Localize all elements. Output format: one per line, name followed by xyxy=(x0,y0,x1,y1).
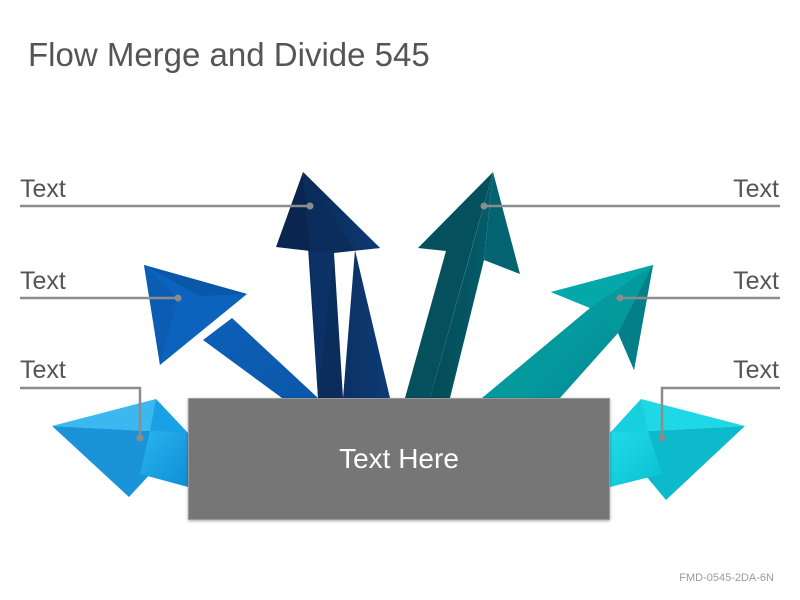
label-right-middle: Text xyxy=(733,267,779,295)
label-right-top: Text xyxy=(733,175,779,203)
arrow-right-top xyxy=(405,172,520,398)
label-left-top: Text xyxy=(20,175,66,203)
center-text-box: Text Here xyxy=(188,398,610,520)
center-text: Text Here xyxy=(339,443,459,474)
leader-dots-left xyxy=(136,202,314,442)
arrow-left-top xyxy=(276,172,390,398)
leader-lines-right xyxy=(484,204,780,438)
leader-lines-left xyxy=(20,204,310,438)
arrow-right-low xyxy=(610,399,745,500)
leader-dots-right xyxy=(480,202,666,442)
page-title: Flow Merge and Divide 545 xyxy=(28,36,430,73)
footer-code: FMD-0545-2DA-6N xyxy=(679,572,774,584)
arrow-left-low xyxy=(52,399,188,497)
label-left-middle: Text xyxy=(20,267,66,295)
label-right-bottom: Text xyxy=(733,356,779,384)
arrow-left-mid xyxy=(144,265,318,398)
arrow-right-mid xyxy=(482,265,653,398)
label-left-bottom: Text xyxy=(20,356,66,384)
